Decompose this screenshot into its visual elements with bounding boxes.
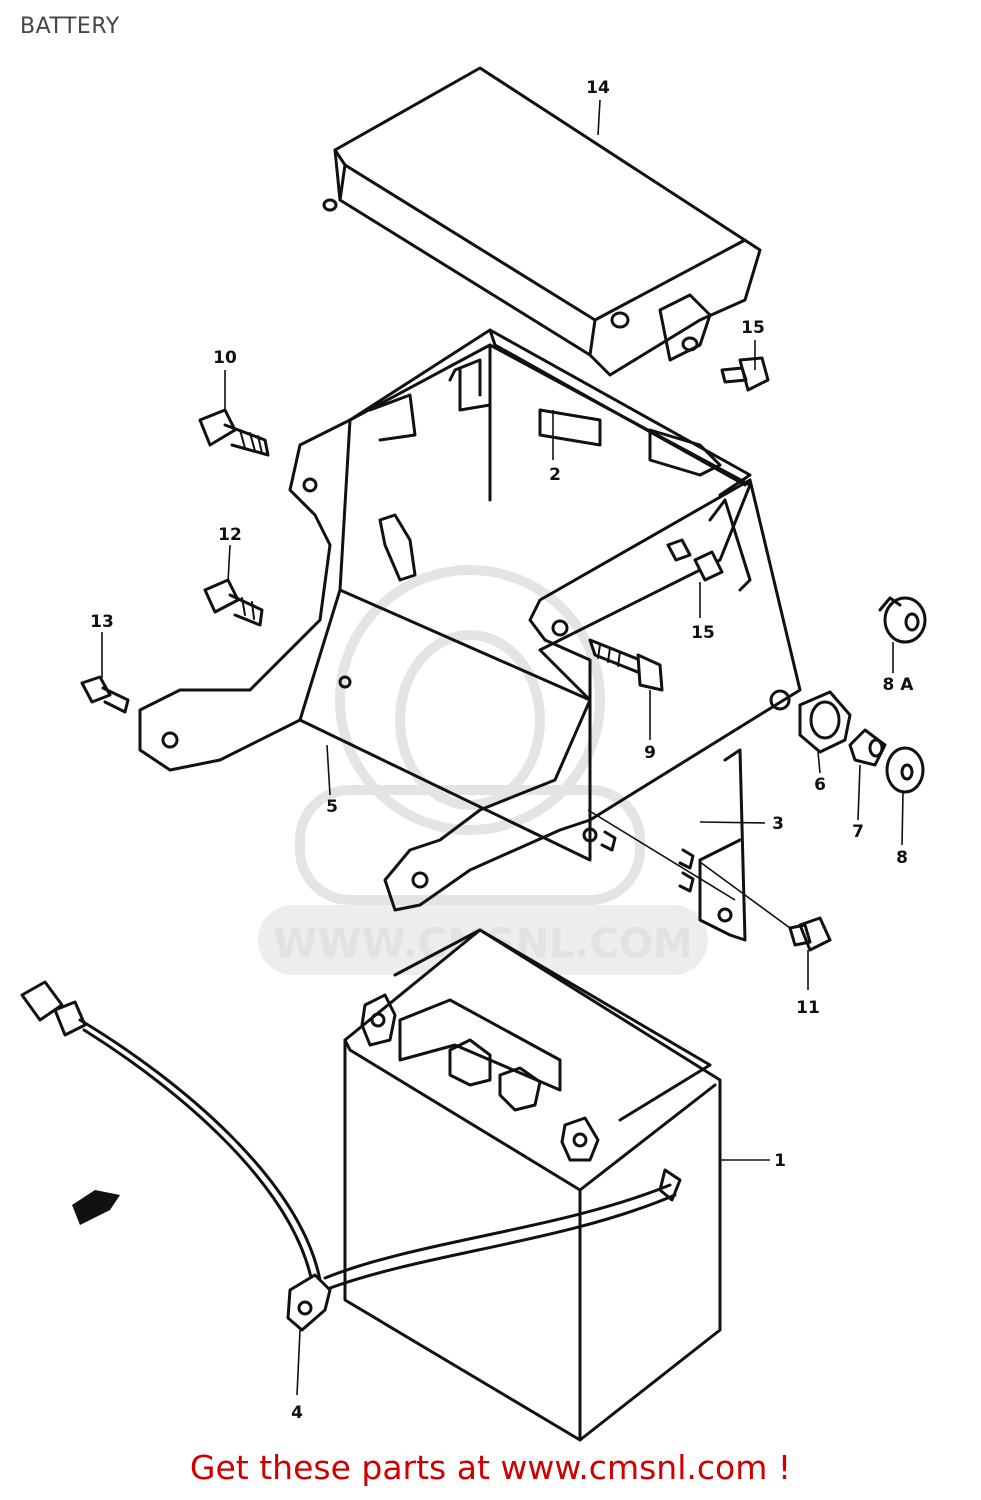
footer-banner[interactable]: Get these parts at www.cmsnl.com ! — [189, 1448, 792, 1487]
callout-15-lower: 15 — [691, 623, 715, 643]
bolt-11 — [788, 916, 832, 952]
clip-markers — [600, 830, 695, 893]
callout-8: 8 — [896, 848, 908, 868]
bolt-13 — [80, 675, 130, 714]
callout-2: 2 — [549, 465, 561, 485]
callout-8a: 8 A — [883, 675, 915, 695]
grommet-6 — [798, 690, 852, 754]
bolt-15-upper — [720, 356, 770, 392]
bolt-9 — [588, 638, 664, 692]
leader-lines — [101, 99, 904, 1396]
callout-15-upper: 15 — [741, 318, 765, 338]
callout-6: 6 — [814, 775, 826, 795]
callout-13: 13 — [90, 612, 114, 632]
callout-14: 14 — [586, 78, 610, 98]
callout-7: 7 — [852, 822, 864, 842]
page-title: BATTERY — [20, 14, 120, 39]
callout-3: 3 — [772, 814, 784, 834]
callout-4: 4 — [291, 1403, 303, 1423]
callout-10: 10 — [213, 348, 237, 368]
bolt-12 — [203, 578, 264, 627]
battery-wire — [20, 980, 677, 1332]
collar-7 — [848, 728, 887, 767]
battery-side-bracket — [383, 478, 802, 942]
part-callouts: 14 15 10 2 12 13 15 8 A 9 6 5 3 7 8 11 1… — [90, 78, 914, 1423]
washer-8a — [878, 596, 927, 644]
callout-11: 11 — [796, 998, 820, 1018]
callout-12: 12 — [218, 525, 242, 545]
callout-1: 1 — [774, 1151, 786, 1171]
callout-9: 9 — [644, 743, 656, 763]
nut-15-lower — [666, 538, 724, 582]
callout-5: 5 — [326, 797, 338, 817]
washer-8 — [885, 746, 925, 794]
bolt-10 — [198, 408, 270, 457]
battery-bracket — [138, 343, 752, 862]
battery — [343, 928, 722, 1442]
battery-cover — [322, 66, 762, 377]
